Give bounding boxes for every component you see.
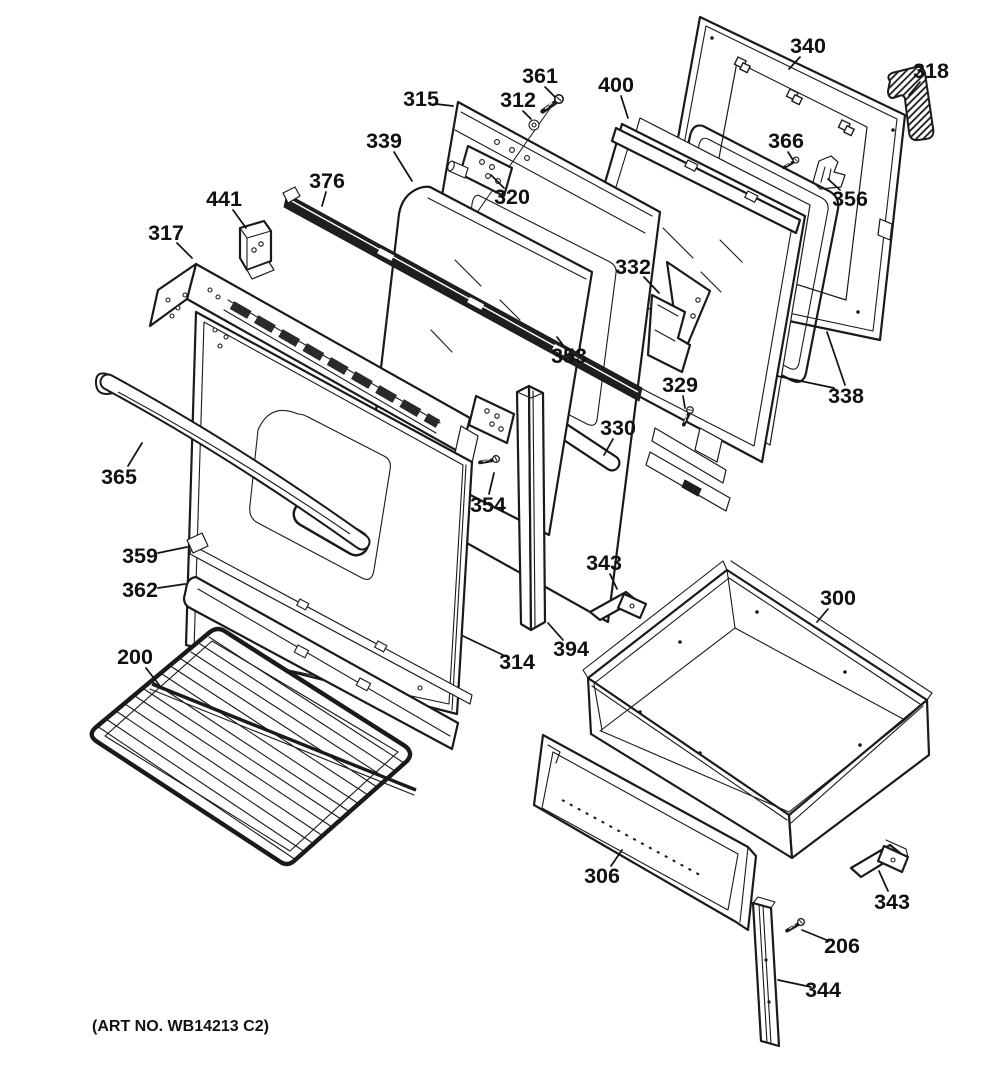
- leader-line-343: [878, 870, 889, 892]
- leader-line-441: [232, 209, 247, 229]
- part-338-window-seal: [655, 124, 840, 383]
- leader-line-200: [145, 667, 161, 687]
- leader-line-206: [801, 929, 830, 942]
- leader-line-338: [826, 331, 846, 386]
- part-365-door-handle: [94, 372, 371, 557]
- part-label-206: 206: [824, 934, 860, 958]
- part-label-376: 376: [309, 169, 345, 193]
- part-label-340: 340: [790, 34, 826, 58]
- leader-line-400: [620, 95, 629, 119]
- leader-line-317: [176, 242, 193, 259]
- part-label-343: 343: [586, 551, 622, 575]
- part-344-drawer-glide-rail: [751, 896, 781, 1048]
- part-356-bracket-clip: [812, 155, 846, 190]
- part-label-354: 354: [470, 493, 506, 517]
- part-label-320: 320: [494, 185, 530, 209]
- leader-line-306: [610, 849, 623, 867]
- part-300-drawer-body: [582, 560, 933, 860]
- leader-line-365: [127, 442, 143, 467]
- part-306-drawer-front-panel: [532, 733, 758, 932]
- part-label-317: 317: [148, 221, 184, 245]
- part-label-343: 343: [874, 890, 910, 914]
- part-label-359: 359: [122, 544, 158, 568]
- leader-line-332: [643, 276, 660, 294]
- part-label-365: 365: [101, 465, 137, 489]
- part-label-339: 339: [366, 129, 402, 153]
- door-hinge-pocket-plate: [467, 394, 516, 445]
- part-label-318: 318: [913, 59, 949, 83]
- leader-line-362: [157, 583, 186, 589]
- part-label-362: 362: [122, 578, 158, 602]
- part-label-344: 344: [805, 978, 841, 1002]
- part-362-door-bottom-trim: [182, 575, 460, 751]
- part-359-door-bottom-rail: [186, 532, 473, 705]
- part-441-bracket: [238, 219, 275, 280]
- leader-line-354: [488, 472, 495, 495]
- leader-line-359: [157, 546, 188, 554]
- leader-line-340: [788, 56, 801, 70]
- leader-line-344: [777, 979, 812, 988]
- leader-line-314: [462, 635, 506, 657]
- leader-line-315: [435, 103, 454, 107]
- part-206-screw: [785, 914, 807, 937]
- part-label-394: 394: [553, 637, 589, 661]
- part-200-oven-rack: [89, 626, 417, 867]
- leader-line-338: [776, 375, 835, 389]
- leader-line-330: [603, 438, 614, 456]
- leader-line-376: [321, 191, 327, 207]
- part-label-338: 338: [828, 384, 864, 408]
- leader-line-300: [816, 608, 829, 623]
- leader-line-318: [908, 81, 921, 96]
- leader-line-343: [609, 573, 618, 590]
- part-394-support-column: [515, 384, 547, 632]
- part-312-nut: [528, 119, 540, 131]
- leader-line-339: [393, 151, 413, 182]
- leader-line-329: [682, 395, 686, 409]
- part-317-top-trim: [148, 262, 479, 464]
- part-label-200: 200: [117, 645, 153, 669]
- part-330-lower-frame-rails: [645, 427, 731, 512]
- leader-line-366: [787, 151, 794, 161]
- leader-line-320: [490, 174, 505, 189]
- part-label-330: 330: [600, 416, 636, 440]
- leader-line-361: [544, 86, 556, 98]
- part-label-306: 306: [584, 864, 620, 888]
- leader-line-394: [547, 622, 564, 641]
- part-376-vent-trim-strip: [282, 186, 643, 402]
- part-343-drawer-latch-upper: [588, 590, 648, 622]
- art-number: (ART NO. WB14213 C2): [92, 1018, 269, 1035]
- part-label-312: 312: [500, 88, 536, 112]
- part-label-353: 353: [551, 344, 587, 368]
- part-label-300: 300: [820, 586, 856, 610]
- part-label-366: 366: [768, 129, 804, 153]
- part-343-drawer-latch-lower: [849, 839, 910, 879]
- part-label-356: 356: [832, 187, 868, 211]
- part-label-332: 332: [615, 255, 651, 279]
- part-318-door-gasket: [886, 65, 935, 142]
- leader-line-356: [827, 178, 841, 191]
- part-label-315: 315: [403, 87, 439, 111]
- part-332-hinge-bracket: [646, 260, 712, 374]
- leader-line-312: [522, 110, 532, 120]
- part-label-400: 400: [598, 73, 634, 97]
- part-label-441: 441: [206, 187, 242, 211]
- part-label-329: 329: [662, 373, 698, 397]
- part-label-361: 361: [522, 64, 558, 88]
- part-label-314: 314: [499, 650, 535, 674]
- leader-line-353: [556, 336, 564, 346]
